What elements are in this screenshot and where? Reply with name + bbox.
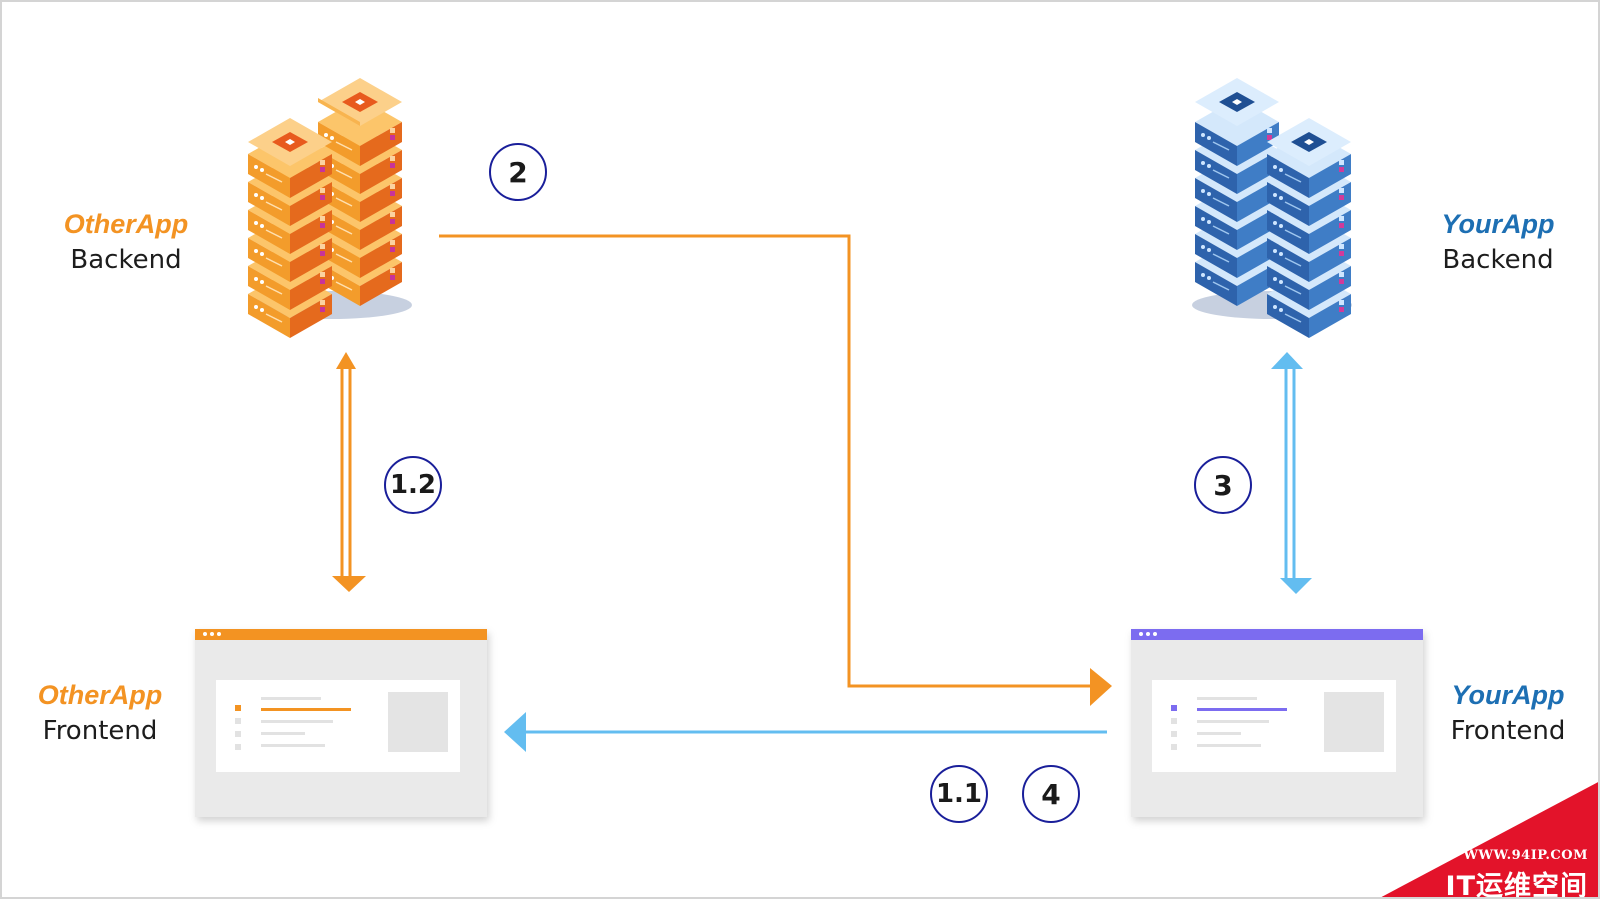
otherapp-backend-app-name: OtherApp (63, 209, 189, 239)
watermark-url: WWW.94IP.COM (1463, 848, 1588, 863)
yourapp-backend-servers-icon (1192, 78, 1352, 339)
yourapp-backend-role: Backend (1442, 245, 1554, 275)
yourapp-frontend-to-otherapp-frontend-arrow (504, 712, 1107, 752)
watermark-name: IT运维空间 (1445, 871, 1588, 899)
yourapp-frontend-label: YourApp Frontend (1418, 677, 1598, 749)
step-2-badge: 2 (489, 143, 547, 201)
otherapp-backend-to-yourapp-frontend-arrow (439, 234, 1112, 706)
otherapp-backend-servers-icon (247, 78, 412, 339)
otherapp-frontend-window-icon (195, 629, 487, 817)
yourapp-frontend-role: Frontend (1450, 716, 1566, 746)
step-3-badge: 3 (1194, 456, 1252, 514)
yourapp-frontend-window-icon (1131, 629, 1423, 817)
otherapp-frontend-label: OtherApp Frontend (10, 677, 190, 749)
otherapp-backend-label: OtherApp Backend (36, 206, 216, 278)
otherapp-backend-role: Backend (70, 245, 182, 275)
yourapp-backend-label: YourApp Backend (1408, 206, 1588, 278)
watermark-corner (1381, 782, 1598, 897)
step-1-1-badge: 1.1 (930, 765, 988, 823)
yourapp-backend-app-name: YourApp (1441, 209, 1555, 239)
step-1-2-badge: 1.2 (384, 456, 442, 514)
step-4-badge: 4 (1022, 765, 1080, 823)
yourapp-backend-frontend-arrow (1271, 352, 1312, 594)
otherapp-frontend-role: Frontend (42, 716, 158, 746)
yourapp-frontend-app-name: YourApp (1451, 680, 1565, 710)
otherapp-frontend-app-name: OtherApp (37, 680, 163, 710)
otherapp-backend-frontend-arrow (332, 352, 366, 592)
